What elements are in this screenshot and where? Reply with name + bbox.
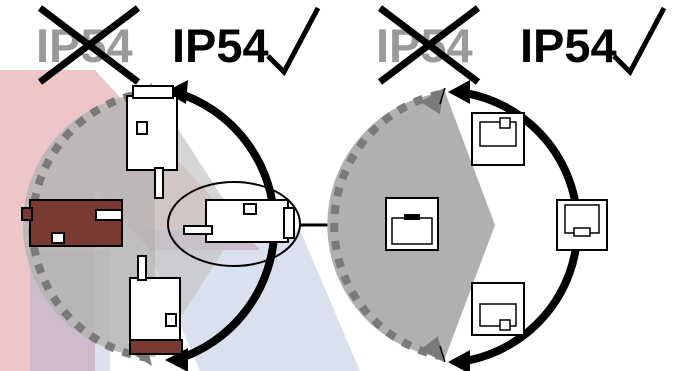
right-device-right <box>556 199 608 251</box>
device-right <box>183 199 295 243</box>
device-left <box>21 199 123 247</box>
right-device-left <box>385 197 439 251</box>
right-accepted-label: IP54 <box>520 19 617 72</box>
check-mark-icon <box>266 6 321 77</box>
left-dashed-arc <box>28 88 151 362</box>
cross-mark-icon <box>37 5 141 85</box>
right-panel <box>327 80 608 371</box>
right-device-top <box>471 112 525 166</box>
left-panel <box>21 80 352 371</box>
device-bottom <box>129 255 183 355</box>
left-accepted-label: IP54 <box>172 19 269 72</box>
check-mark-icon <box>612 6 667 77</box>
device-top <box>126 85 178 199</box>
labels: IP54 IP54 IP54 IP54 <box>36 5 667 85</box>
cross-mark-icon <box>377 5 481 85</box>
right-device-bottom <box>471 282 525 336</box>
right-dashed-arc <box>330 90 441 360</box>
